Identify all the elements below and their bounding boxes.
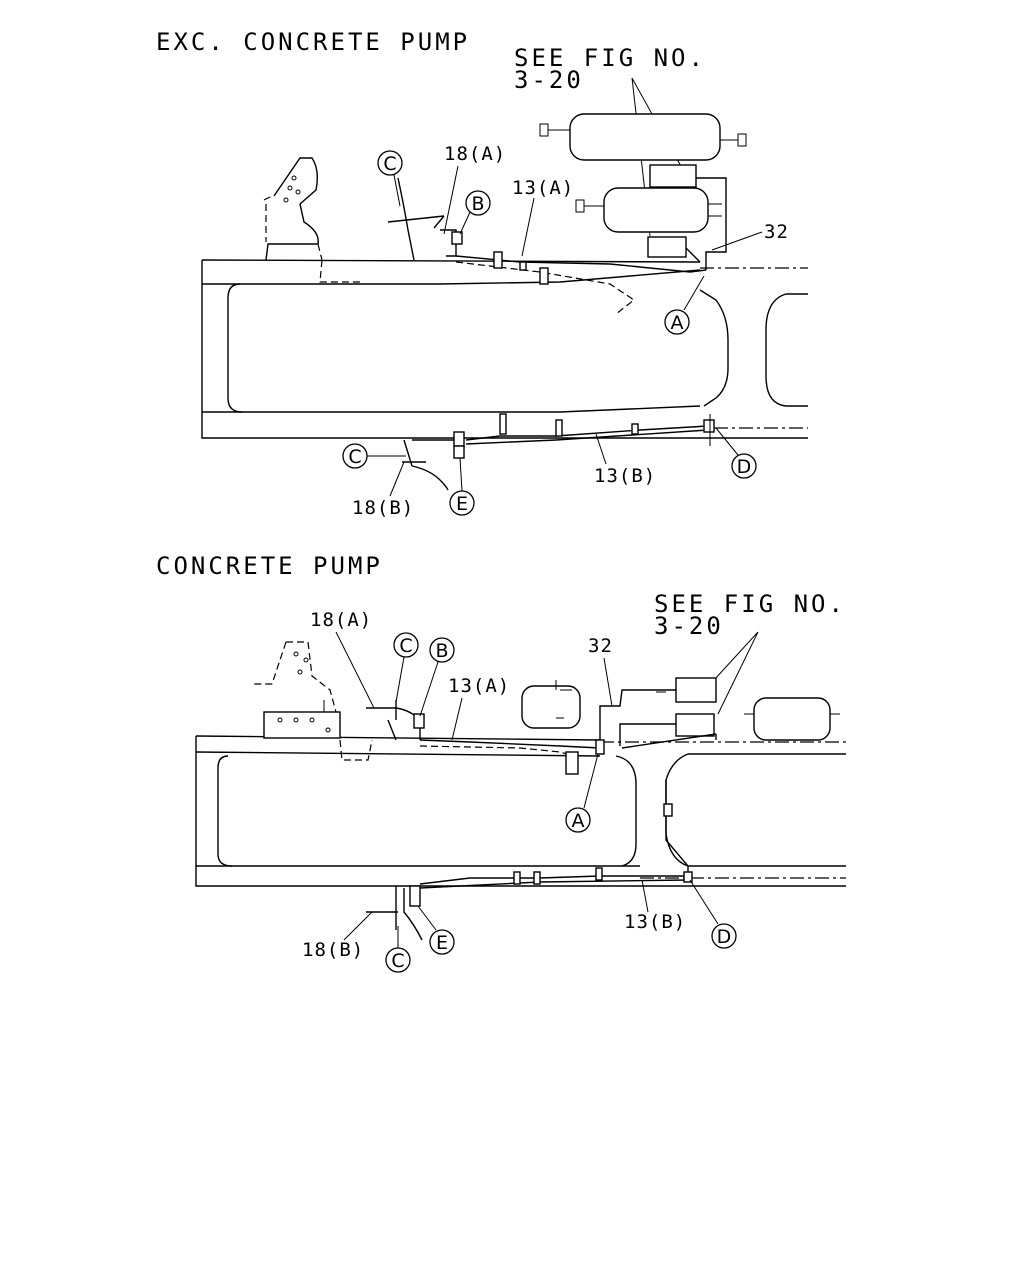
- lower-callout-c-bottom: C: [385, 947, 411, 973]
- lower-front-bracket: [252, 641, 373, 761]
- upper-callout-e: E: [449, 490, 475, 516]
- upper-air-tanks: [539, 113, 747, 270]
- lower-label-13b: 13(B): [624, 911, 686, 933]
- upper-callout-c-bottom: C: [342, 443, 368, 469]
- upper-callout-c-top: C: [377, 150, 403, 176]
- upper-label-18a: 18(A): [444, 143, 506, 165]
- lower-callout-a: A: [565, 807, 591, 833]
- lower-pipe-13a: [419, 739, 605, 775]
- lower-callout-c-top: C: [393, 632, 419, 658]
- svg-text:A: A: [572, 810, 585, 832]
- upper-hose-18b: [402, 431, 465, 491]
- lower-callout-e: E: [429, 929, 455, 955]
- upper-diagram: EXC. CONCRETE PUMP SEE FIG NO. 3-20: [156, 28, 808, 519]
- lower-hose-18a: [366, 700, 425, 741]
- lower-label-13a: 13(A): [448, 675, 510, 697]
- upper-leader-18b: [389, 461, 405, 497]
- upper-leader-18a: [443, 165, 459, 235]
- svg-text:E: E: [456, 493, 468, 515]
- upper-label-13b: 13(B): [594, 465, 656, 487]
- lower-leader-18b: [343, 911, 373, 941]
- lower-leader-13b: [641, 879, 649, 913]
- svg-text:C: C: [391, 950, 404, 972]
- svg-text:C: C: [348, 446, 361, 468]
- upper-hose-18a: [387, 177, 463, 261]
- lower-see-fig-line2: 3-20: [654, 612, 724, 640]
- lower-see-fig-line1: SEE FIG NO.: [654, 590, 846, 618]
- upper-label-32: 32: [764, 221, 789, 243]
- svg-text:E: E: [436, 932, 448, 954]
- svg-text:B: B: [435, 640, 448, 662]
- lower-leader-13a: [451, 697, 463, 741]
- upper-frame-rail: [201, 259, 808, 439]
- lower-label-32: 32: [588, 635, 613, 657]
- lower-label-18a: 18(A): [310, 609, 372, 631]
- lower-air-tanks: [521, 677, 840, 749]
- upper-callout-b: B: [465, 190, 491, 216]
- svg-text:C: C: [383, 153, 396, 175]
- upper-title: EXC. CONCRETE PUMP: [156, 28, 470, 56]
- lower-leader-32: [603, 657, 613, 707]
- upper-label-18b: 18(B): [352, 497, 414, 519]
- svg-text:D: D: [737, 456, 752, 478]
- upper-leader-13b: [595, 433, 607, 465]
- upper-see-fig-line1: SEE FIG NO.: [514, 44, 706, 72]
- upper-front-bracket: [263, 157, 360, 283]
- svg-text:D: D: [717, 926, 732, 948]
- upper-callout-a: A: [664, 309, 690, 335]
- lower-label-18b: 18(B): [302, 939, 364, 961]
- lower-hose-18b: [366, 885, 423, 941]
- lower-frame-rail: [195, 735, 846, 887]
- upper-label-13a: 13(A): [512, 177, 574, 199]
- upper-callout-d: D: [731, 453, 757, 479]
- lower-see-fig-leader: [713, 631, 759, 715]
- lower-callout-b: B: [429, 637, 455, 663]
- upper-pipe-13a: [455, 251, 707, 315]
- lower-title: CONCRETE PUMP: [156, 552, 383, 580]
- upper-leader-13a: [521, 197, 535, 257]
- lower-diagram: CONCRETE PUMP SEE FIG NO. 3-20: [156, 552, 846, 973]
- svg-text:B: B: [471, 193, 484, 215]
- upper-see-fig-line2: 3-20: [514, 66, 584, 94]
- lower-pipe-13b: [419, 780, 693, 889]
- svg-text:A: A: [671, 312, 684, 334]
- svg-text:C: C: [399, 635, 412, 657]
- upper-pipe-13b: [465, 413, 715, 446]
- lower-leader-18a: [335, 631, 375, 709]
- upper-leader-32: [711, 231, 763, 251]
- lower-callout-d: D: [711, 923, 737, 949]
